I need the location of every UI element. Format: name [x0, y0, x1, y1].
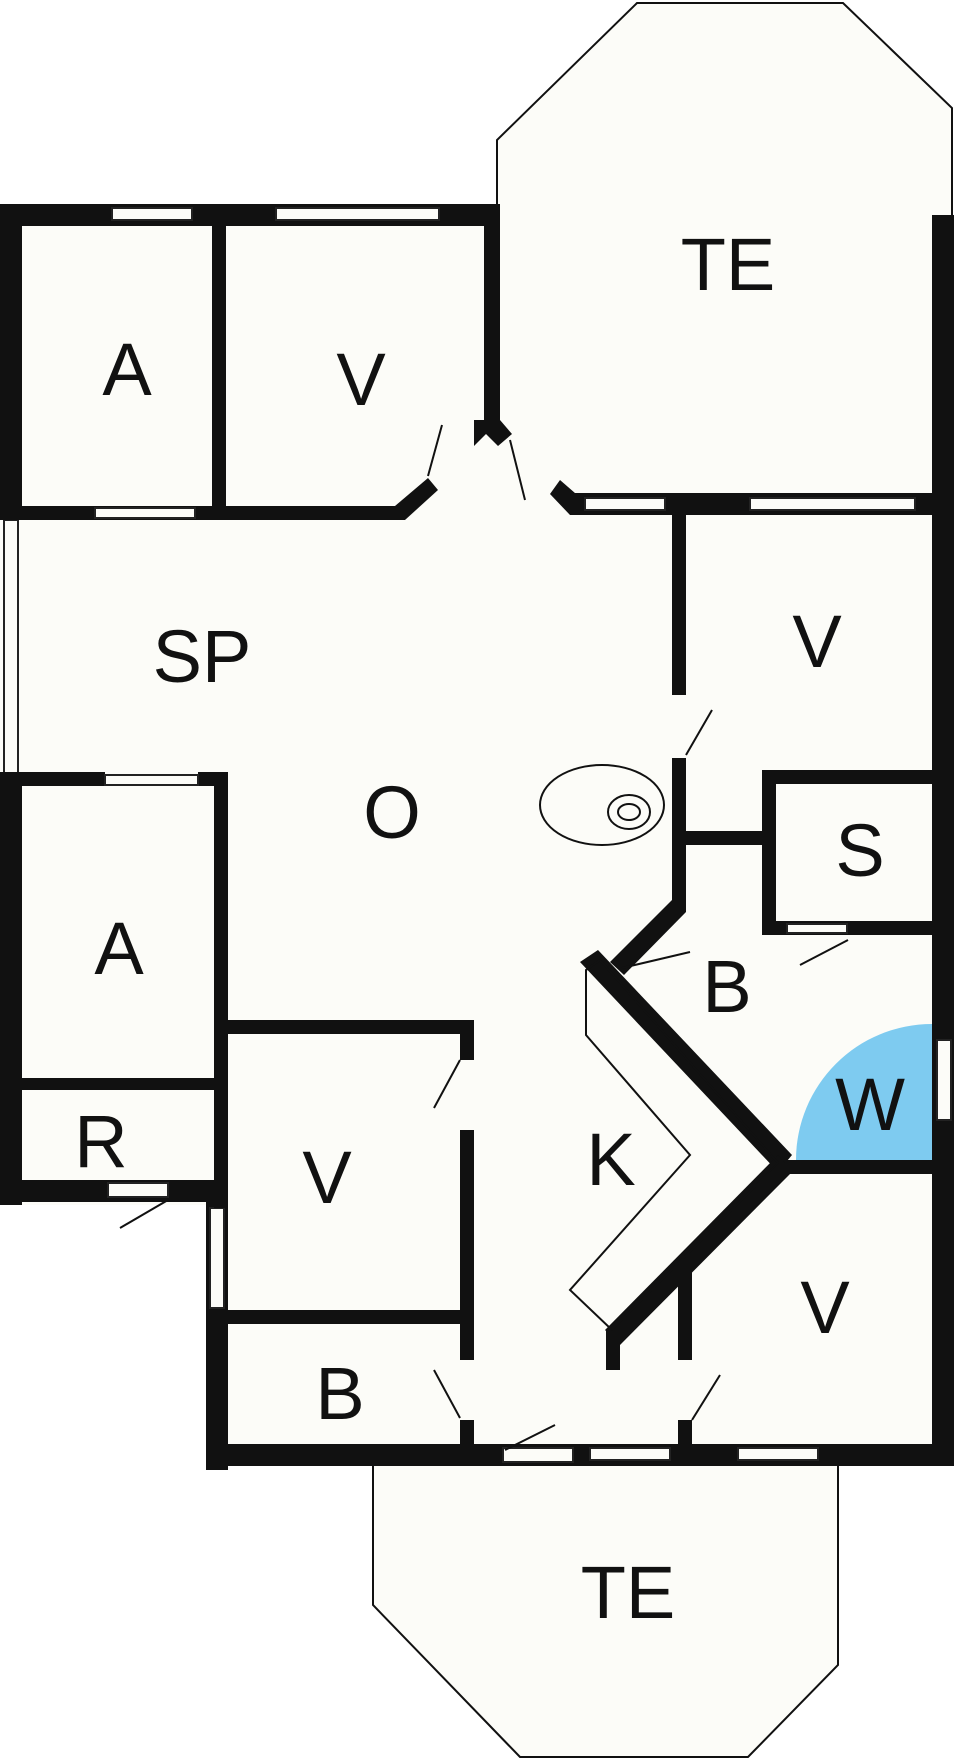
window-left-1	[3, 519, 19, 774]
fireplace-core	[617, 803, 641, 821]
wall-wc-bottom	[785, 1160, 937, 1174]
window-te-top-1	[584, 497, 666, 511]
wall-v-right-left-2	[672, 758, 686, 908]
door-v-top	[427, 424, 443, 477]
window-top-2	[275, 207, 440, 221]
wall-kitchen-diagonal-lower	[605, 1155, 792, 1345]
r-door-opening	[107, 1182, 169, 1198]
wall-b-bottom-right-2	[460, 1420, 474, 1460]
label-bath-bottom: B	[315, 1352, 364, 1435]
fireplace-inner	[607, 794, 651, 830]
wall-outer-bottom	[206, 1444, 952, 1466]
label-living: O	[363, 771, 421, 854]
label-bedroom-mid: V	[302, 1136, 352, 1219]
sauna-door-opening	[786, 923, 848, 934]
label-bedroom-right-bottom: V	[800, 1266, 850, 1349]
wall-top-middle-v	[484, 204, 500, 422]
wall-v-bottom-right-left-2	[678, 1420, 692, 1450]
label-dining: SP	[153, 615, 252, 698]
wall-a-right	[214, 772, 228, 1208]
wall-kitchen-diagonal-upper	[580, 950, 792, 1172]
label-wc: W	[835, 1063, 905, 1146]
door-v-mid	[433, 1059, 461, 1109]
terrace-bottom-area	[373, 1460, 838, 1757]
wall-v-mid-top	[214, 1020, 474, 1034]
door-sauna	[799, 939, 849, 966]
wall-kitchen-stub	[606, 1330, 620, 1370]
door-r	[119, 1199, 169, 1229]
wall-te-diagonal-right	[550, 480, 583, 515]
wall-outer-right	[932, 215, 954, 1466]
window-bottom-1	[589, 1447, 671, 1461]
door-v-bottom-right	[691, 1374, 721, 1421]
label-bath-right: B	[702, 945, 751, 1028]
label-bedroom-top: V	[336, 338, 386, 421]
door-bath-right	[621, 951, 691, 969]
window-a-top-internal	[94, 507, 196, 519]
wall-sauna-top	[762, 770, 937, 784]
label-bedroom-right-top: V	[792, 600, 842, 683]
wall-a-v-divider	[212, 204, 226, 510]
wall-v-top-diagonal	[395, 478, 438, 520]
wall-bath-diagonal-upper	[610, 900, 686, 975]
wall-v-mid-right	[460, 1130, 474, 1330]
wall-v-mid-bottom	[214, 1310, 474, 1324]
wall-entry-point	[474, 420, 512, 446]
wall-b-bottom-right	[460, 1320, 474, 1360]
window-entrance	[502, 1447, 574, 1463]
wall-sauna-left	[762, 770, 776, 935]
label-sauna: S	[835, 809, 884, 892]
kitchen-counter	[568, 958, 780, 1332]
terrace-bottom-outline	[372, 1466, 839, 1758]
fireplace-outer	[539, 764, 665, 846]
label-cleaning: R	[74, 1100, 127, 1183]
label-storage-top-left: A	[102, 328, 152, 411]
wall-a-r-divider	[0, 1078, 214, 1090]
wall-top-rooms-bottom	[0, 506, 400, 520]
label-storage-left: A	[94, 907, 144, 990]
wall-v-bottom-right-left	[678, 1270, 692, 1360]
wall-a-left-top	[0, 772, 105, 786]
wall-v-mid-right-top	[460, 1020, 474, 1060]
label-terrace-top: TE	[681, 223, 776, 306]
window-top-1	[111, 207, 193, 221]
door-b-bottom	[433, 1369, 461, 1419]
window-right-wc	[936, 1039, 952, 1121]
window-a-left-internal	[104, 774, 199, 786]
terrace-top-area	[497, 3, 952, 500]
wall-v-right-left	[672, 510, 686, 695]
window-te-top-2	[749, 497, 916, 511]
wall-v-right-bottom	[686, 831, 766, 845]
label-terrace-bottom: TE	[581, 1551, 676, 1634]
door-entrance	[504, 1424, 556, 1451]
terrace-top-outline	[496, 2, 953, 420]
wall-outer-left-bottom	[0, 773, 22, 1205]
door-te-top	[509, 439, 526, 501]
wc-quarter-circle	[796, 1024, 932, 1160]
wall-outer-left-top	[0, 204, 22, 520]
label-kitchen: K	[586, 1118, 635, 1201]
window-bottom-2	[737, 1447, 819, 1461]
window-lower-left	[209, 1207, 225, 1309]
door-v-right	[685, 709, 713, 756]
